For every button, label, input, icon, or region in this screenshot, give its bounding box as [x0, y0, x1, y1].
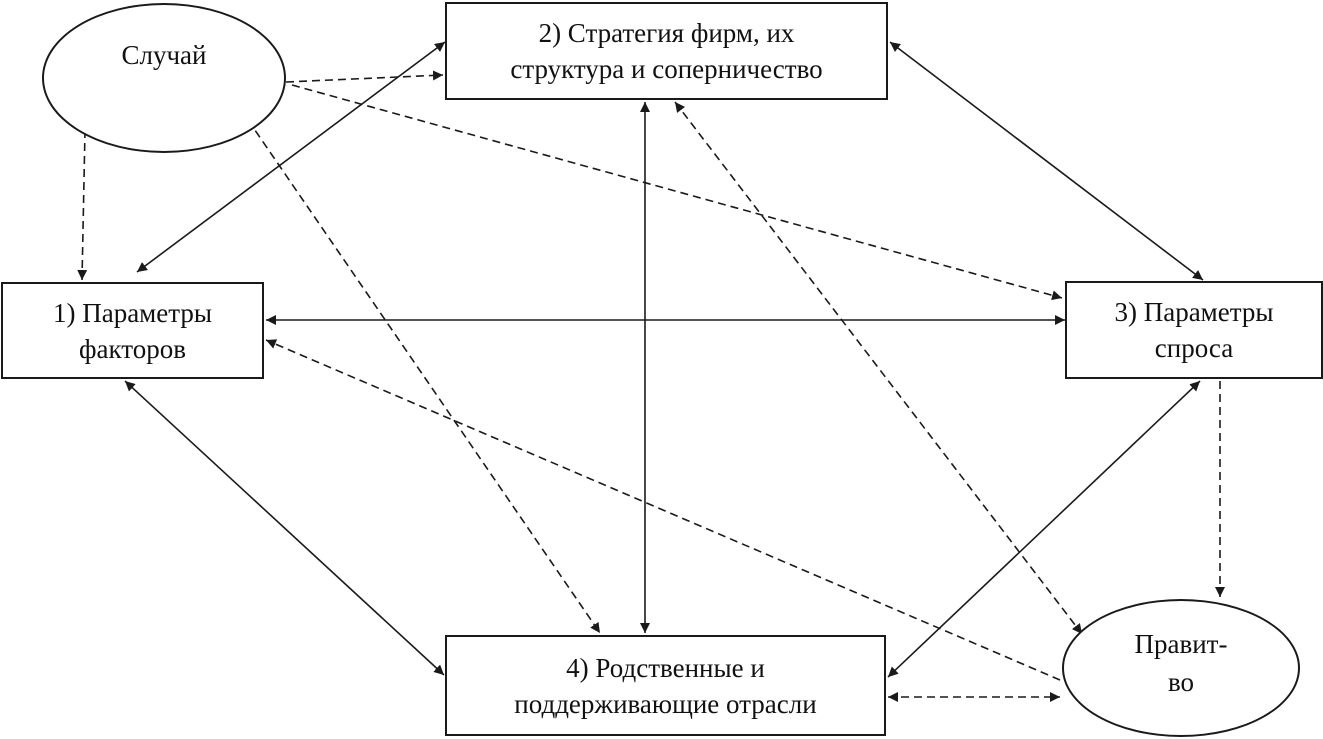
edge-chance-factors: [77, 129, 88, 281]
edge-factors-related: [124, 380, 445, 676]
edge-government-factors: [265, 339, 1061, 681]
node-factors: 1) Параметры факторов: [1, 282, 264, 379]
node-chance: Случай: [42, 3, 286, 153]
node-chance-label: Случай: [121, 40, 207, 70]
node-related-label: 4) Родственные и поддерживающие отрасли: [514, 652, 817, 719]
edges-layer: [77, 41, 1225, 702]
edge-factors-strategy: [136, 41, 446, 273]
edge-strategy-government: [674, 101, 1083, 635]
edge-chance-related: [247, 119, 601, 634]
node-related: 4) Родственные и поддерживающие отрасли: [445, 635, 886, 736]
node-demand-label: 3) Параметры спроса: [1114, 297, 1274, 363]
edge-strategy-demand: [889, 41, 1204, 281]
node-demand: 3) Параметры спроса: [1065, 281, 1323, 379]
node-government-label: Правит- во: [1134, 629, 1228, 697]
node-strategy: 2) Стратегия фирм, их структура и соперн…: [445, 2, 888, 100]
node-government: Правит- во: [1062, 599, 1300, 737]
node-strategy-label: 2) Стратегия фирм, их структура и соперн…: [510, 18, 823, 84]
node-factors-label: 1) Параметры факторов: [52, 297, 213, 364]
edge-chance-demand: [291, 84, 1063, 301]
edge-chance-strategy: [285, 70, 444, 83]
